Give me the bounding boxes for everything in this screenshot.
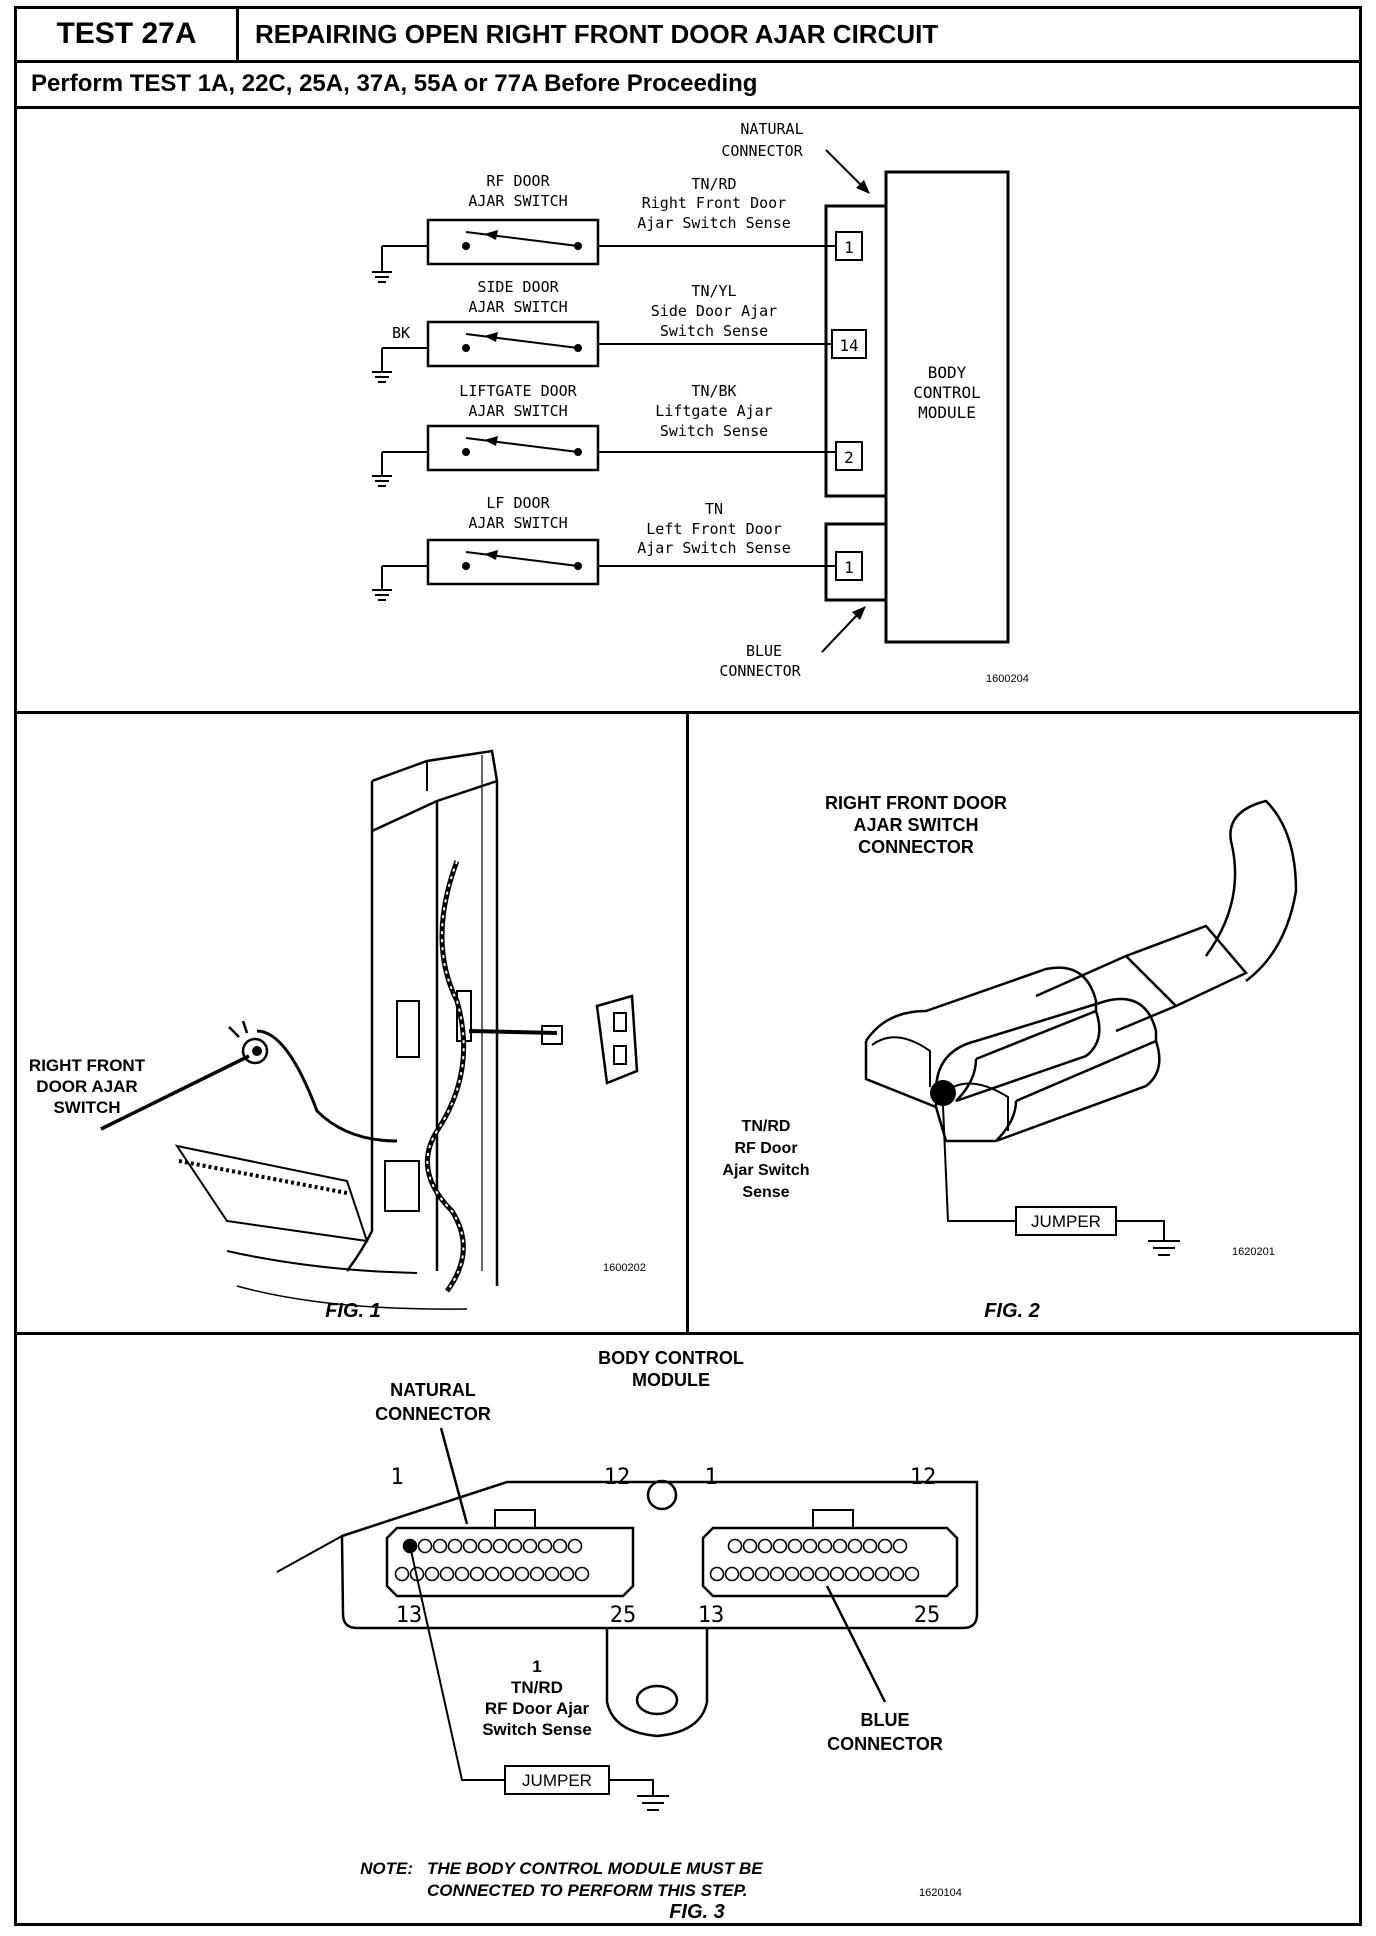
wire-label: Ajar Switch Sense — [637, 214, 791, 232]
jumper-box — [1015, 1206, 1117, 1236]
switch-name: AJAR SWITCH — [468, 298, 567, 316]
pin-label: 13 — [698, 1603, 725, 1628]
fig3-caption: FIG. 3 — [669, 1901, 725, 1923]
module-housing — [340, 1480, 979, 1630]
note-text: THE BODY CONTROL MODULE MUST BE — [427, 1859, 763, 1878]
test-number: TEST 27A — [17, 9, 239, 60]
switch-name: SIDE DOOR — [477, 278, 559, 296]
fig3-module-label: MODULE — [632, 1370, 710, 1390]
wiring-schematic: 1 14 2 1 BODY CONTROL MODULE NATURAL CON… — [372, 120, 1029, 685]
wire-label: TN — [705, 500, 723, 518]
figure-id: 1600202 — [603, 1262, 646, 1274]
tn-rd-terminal — [930, 1080, 956, 1106]
fig2-wire-label: Sense — [742, 1184, 789, 1201]
figure-id: 1620104 — [919, 1887, 962, 1899]
figure-id: 1620201 — [1232, 1246, 1275, 1258]
natural-connector-label: NATURAL — [740, 120, 803, 138]
module-label: CONTROL — [913, 383, 980, 402]
switch-name: AJAR SWITCH — [468, 192, 567, 210]
pin-label: 12 — [910, 1465, 937, 1490]
fig2-wire-label: RF Door — [734, 1140, 797, 1157]
pin-box-liftgate — [835, 441, 863, 471]
pin-label: 1 — [704, 1465, 717, 1490]
liftgate-door-ajar-switch: LIFTGATE DOOR AJAR SWITCH TN/BK Liftgate… — [372, 382, 836, 487]
pin-number: 14 — [839, 336, 858, 355]
fig3-wire-label: RF Door Ajar — [485, 1699, 590, 1718]
switch-name: RF DOOR — [486, 172, 550, 190]
fig2-title: RIGHT FRONT DOOR — [825, 793, 1007, 813]
pin-number: 1 — [844, 558, 854, 577]
fig1-label: RIGHT FRONT — [29, 1056, 146, 1075]
blue-connector — [701, 1509, 959, 1598]
bk-label: BK — [392, 324, 410, 342]
jumper-label: JUMPER — [1031, 1212, 1101, 1231]
fig3-module-connectors: BODY CONTROL MODULE NATURAL CONNECTOR 1 … — [276, 1348, 979, 1923]
fig3-blue-label: BLUE — [861, 1710, 910, 1730]
switch-housing — [426, 320, 600, 368]
fig3-wire-label: TN/RD — [511, 1678, 563, 1697]
rf-door-ajar-switch: RF DOOR AJAR SWITCH TN/RD Right Front Do… — [372, 172, 836, 283]
natural-connector-label: CONNECTOR — [721, 142, 803, 160]
wire-label: Liftgate Ajar — [655, 402, 772, 420]
jumper-label: JUMPER — [522, 1771, 592, 1790]
fig2-connector-illustration: RIGHT FRONT DOOR AJAR SWITCH CONNECTOR J… — [722, 793, 1298, 1322]
fig1-label: SWITCH — [53, 1098, 120, 1117]
wire-label: Left Front Door — [646, 520, 781, 538]
module-label: BODY — [928, 363, 967, 382]
fig2-title: CONNECTOR — [858, 837, 974, 857]
pin-label: 12 — [604, 1465, 631, 1490]
pin-label: 13 — [396, 1603, 423, 1628]
wire-label: Switch Sense — [660, 322, 768, 340]
fig1-door-pillar-illustration: RIGHT FRONT DOOR AJAR SWITCH 1600202 FIG… — [29, 749, 646, 1322]
module-label: MODULE — [918, 403, 976, 422]
wire-label: Ajar Switch Sense — [637, 539, 791, 557]
natural-connector-box — [824, 204, 888, 498]
fig2-wire-label: TN/RD — [742, 1118, 791, 1135]
note-prefix: NOTE: — [360, 1859, 413, 1878]
wire-label: TN/YL — [691, 282, 736, 300]
blue-connector-label: CONNECTOR — [719, 662, 801, 680]
pin-label: 1 — [390, 1465, 403, 1490]
header: TEST 27A REPAIRING OPEN RIGHT FRONT DOOR… — [17, 9, 1359, 63]
switch-housing — [426, 424, 600, 472]
fig3-module-label: BODY CONTROL — [598, 1348, 744, 1368]
page-title: REPAIRING OPEN RIGHT FRONT DOOR AJAR CIR… — [255, 19, 939, 49]
fig1-caption: FIG. 1 — [325, 1300, 381, 1322]
fig3-natural-label: CONNECTOR — [375, 1404, 491, 1424]
switch-name: AJAR SWITCH — [468, 514, 567, 532]
fig1-label: DOOR AJAR — [36, 1077, 137, 1096]
fig2-title: AJAR SWITCH — [854, 815, 979, 835]
lf-door-ajar-switch: LF DOOR AJAR SWITCH TN Left Front Door A… — [372, 494, 836, 601]
pin-number: 2 — [844, 448, 854, 467]
wire-label: TN/RD — [691, 175, 736, 193]
side-door-ajar-switch: SIDE DOOR AJAR SWITCH BK TN/YL Side Door… — [372, 278, 832, 383]
note-text: CONNECTED TO PERFORM THIS STEP. — [427, 1881, 748, 1900]
natural-connector — [385, 1509, 635, 1598]
page-frame: TEST 27A REPAIRING OPEN RIGHT FRONT DOOR… — [14, 6, 1362, 1926]
wire-label: Side Door Ajar — [651, 302, 777, 320]
prerequisite-line: Perform TEST 1A, 22C, 25A, 37A, 55A or 7… — [17, 63, 1359, 109]
switch-name: AJAR SWITCH — [468, 402, 567, 420]
section-divider — [17, 1332, 1359, 1335]
pin-label: 25 — [914, 1603, 941, 1628]
blue-connector-box — [824, 522, 888, 602]
fig2-caption: FIG. 2 — [984, 1300, 1040, 1322]
fig3-wire-label: Switch Sense — [482, 1720, 592, 1739]
switch-name: LF DOOR — [486, 494, 550, 512]
blue-connector-label: BLUE — [746, 642, 782, 660]
pin-number: 1 — [844, 238, 854, 257]
pin-label: 25 — [610, 1603, 637, 1628]
wire-label: Right Front Door — [642, 194, 787, 212]
wire-label: TN/BK — [691, 382, 736, 400]
figure-divider — [686, 711, 689, 1332]
fig3-wire-label: 1 — [532, 1657, 541, 1676]
fig3-blue-label: CONNECTOR — [827, 1734, 943, 1754]
figure-id: 1600204 — [986, 673, 1029, 685]
fig3-natural-label: NATURAL — [390, 1380, 476, 1400]
fig2-wire-label: Ajar Switch — [722, 1162, 809, 1179]
wire-label: Switch Sense — [660, 422, 768, 440]
switch-housing — [426, 218, 600, 266]
switch-housing — [426, 538, 600, 586]
switch-name: LIFTGATE DOOR — [459, 382, 577, 400]
